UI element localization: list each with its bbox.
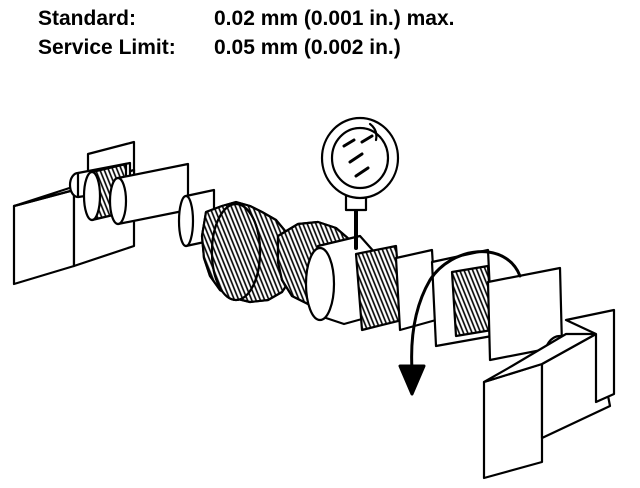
shaft-right-section (354, 244, 578, 382)
spec-table: Standard: 0.02 mm (0.001 in.) max. Servi… (38, 4, 454, 62)
right-v-block (482, 308, 616, 480)
spec-service-limit-value: 0.05 mm (0.002 in.) (214, 36, 401, 59)
helical-gear-large (200, 200, 296, 304)
spec-service-limit: Service Limit: 0.05 mm (0.002 in.) (38, 33, 454, 62)
dial-indicator (320, 116, 400, 250)
spec-standard: Standard: 0.02 mm (0.001 in.) max. (38, 4, 454, 33)
shaft-left-section (68, 161, 216, 248)
spec-standard-value: 0.02 mm (0.001 in.) max. (214, 7, 455, 30)
spec-standard-label: Standard: (38, 7, 137, 30)
spec-service-limit-label: Service Limit: (38, 36, 176, 59)
runout-measurement-illustration (12, 116, 616, 480)
rotation-arrow-icon (398, 250, 522, 396)
